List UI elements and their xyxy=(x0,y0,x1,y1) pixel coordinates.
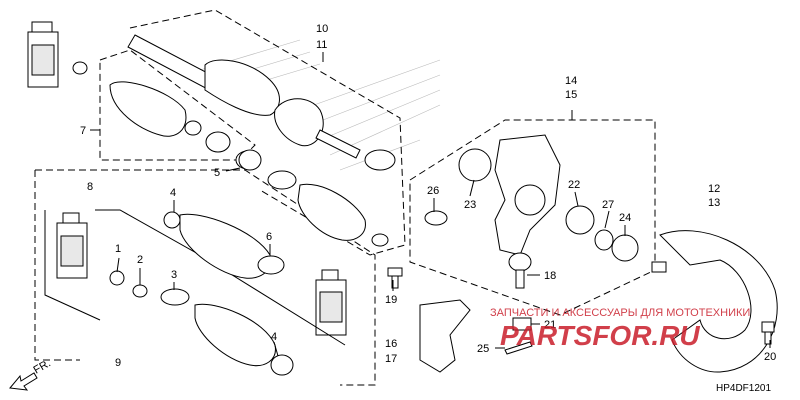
watermark: ЗАПЧАСТИ И АКСЕССУАРЫ ДЛЯ МОТОТЕХНИКИ PA… xyxy=(490,307,750,351)
callout-27: 27 xyxy=(602,199,614,211)
callout-9: 9 xyxy=(115,357,121,369)
callout-18: 18 xyxy=(544,270,556,282)
boot-kit-box xyxy=(34,169,376,386)
callout-26: 26 xyxy=(427,185,439,197)
grease-bottle-8 xyxy=(56,212,88,279)
leader-lines xyxy=(116,167,771,357)
callout-17: 17 xyxy=(385,353,397,365)
callout-4-upper: 4 xyxy=(170,187,176,199)
brake-dust-shield xyxy=(651,230,778,373)
callout-10: 10 xyxy=(316,23,328,35)
boot-kit-lower xyxy=(109,270,294,376)
front-direction-arrow: FR. xyxy=(9,357,53,391)
callout-4-lower: 4 xyxy=(271,331,277,343)
callout-11: 11 xyxy=(316,39,327,51)
boot-kit-upper xyxy=(163,211,285,279)
callout-3: 3 xyxy=(171,269,177,281)
callout-2: 2 xyxy=(137,254,143,266)
callout-7: 7 xyxy=(80,125,86,137)
driveshaft-assembly xyxy=(127,34,396,247)
callout-16: 16 xyxy=(385,338,397,350)
callout-6: 6 xyxy=(266,231,272,243)
callout-24: 24 xyxy=(619,212,631,224)
outboard-boot xyxy=(238,149,366,241)
callout-12: 12 xyxy=(708,183,720,195)
callout-23: 23 xyxy=(464,199,476,211)
callout-21: 21 xyxy=(544,319,556,331)
callout-13: 13 xyxy=(708,197,720,209)
callout-20: 20 xyxy=(764,351,776,363)
diagram-code: HP4DF1201 xyxy=(716,383,771,394)
callout-14: 14 xyxy=(565,75,577,87)
callout-labels: 10 11 7 5 8 4 6 1 2 3 4 9 14 15 26 22 23… xyxy=(80,23,776,369)
driveshaft-assembly-box xyxy=(129,9,406,256)
grease-bottle-top xyxy=(27,21,59,88)
callout-19: 19 xyxy=(385,294,397,306)
callout-25: 25 xyxy=(477,343,489,355)
grease-bottle-9 xyxy=(315,269,347,336)
bolt-20 xyxy=(761,321,775,345)
cotter-pin-25 xyxy=(504,341,533,355)
callout-15: 15 xyxy=(565,89,577,101)
callout-5: 5 xyxy=(214,167,220,179)
watermark-text: ЗАПЧАСТИ И АКСЕССУАРЫ ДЛЯ МОТОТЕХНИКИ xyxy=(490,307,750,319)
callout-22: 22 xyxy=(568,179,580,191)
watermark-brand: PARTSFOR.RU xyxy=(500,320,700,351)
callout-8: 8 xyxy=(87,181,93,193)
circlip-top xyxy=(72,61,88,75)
brake-hose-bracket xyxy=(387,267,471,373)
knuckle-assembly xyxy=(424,134,639,289)
callout-1: 1 xyxy=(115,243,121,255)
